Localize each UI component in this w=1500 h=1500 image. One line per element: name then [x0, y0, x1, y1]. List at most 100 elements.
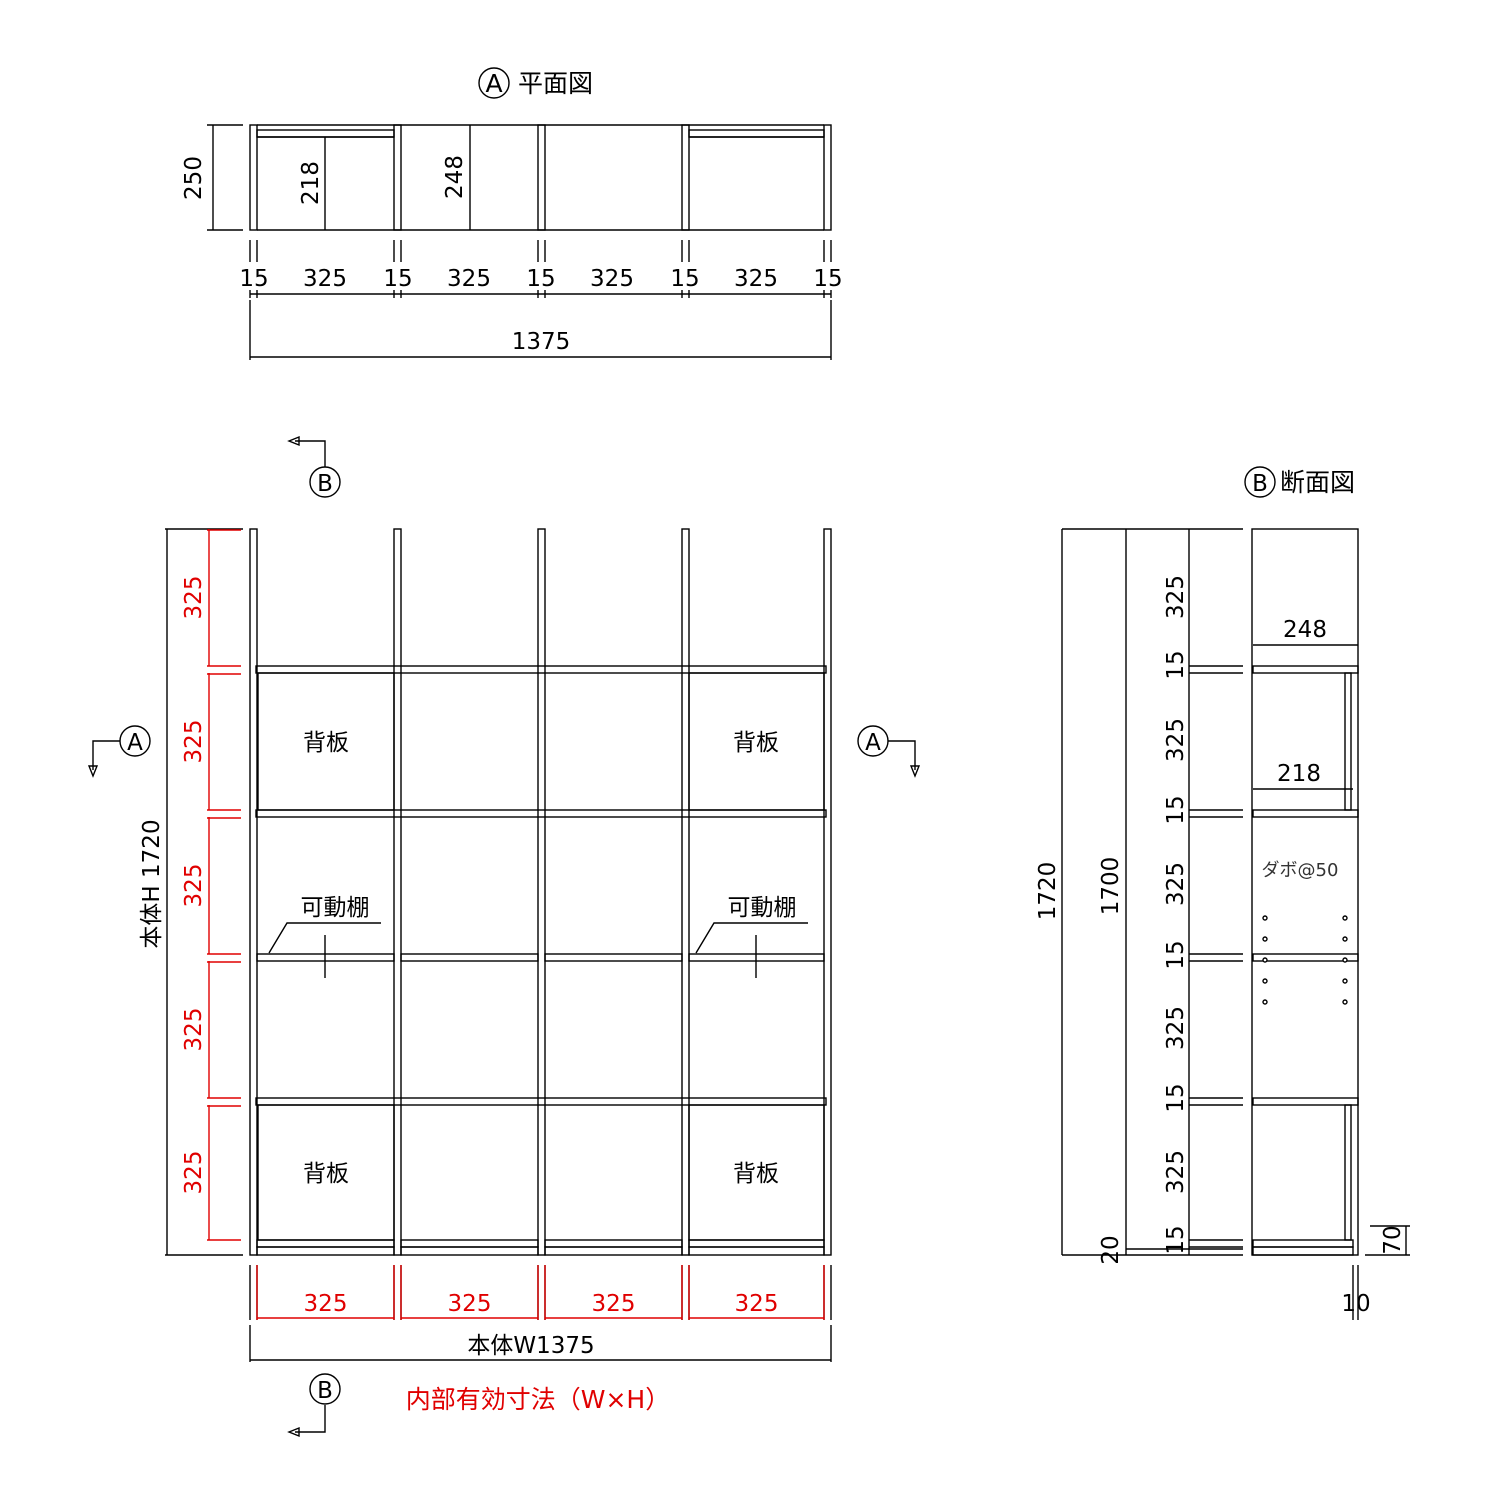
movable-shelf: [544, 953, 683, 962]
section-plinth-gap: 20: [1098, 1235, 1124, 1264]
inner-height-dim: 325: [181, 1151, 207, 1195]
backboard-hatch: [257, 672, 395, 811]
bottom-shelf: [400, 1239, 539, 1248]
plan-marker-letter: A: [485, 69, 502, 98]
arrow-head-icon: [287, 1426, 300, 1438]
plan-width-dim: 325: [590, 266, 634, 292]
plan-marker-right: A: [865, 730, 881, 756]
section-stack-dim: 325: [1163, 1150, 1189, 1194]
plan-total-width: 1375: [512, 329, 571, 355]
plinth: [400, 1246, 539, 1256]
plinth: [544, 1246, 683, 1256]
width-label: 本体W1375: [467, 1333, 594, 1359]
plan-cut-arrow: [888, 740, 916, 770]
section-total-height: 1720: [1035, 862, 1061, 921]
inner-height-dim: 325: [181, 1008, 207, 1052]
plan-title: 平面図: [518, 69, 593, 98]
plan-inner-depth-open: 248: [442, 155, 468, 199]
backboard-hatch: [257, 1104, 395, 1241]
bottom-shelf: [688, 1239, 825, 1248]
section-backboard-hatch: [1344, 672, 1352, 811]
plinth: [256, 1246, 395, 1256]
fixed-shelf: [255, 1097, 827, 1106]
dowel-hole: [1262, 957, 1268, 963]
side-panel: [393, 528, 402, 1256]
bottom-shelf: [256, 1239, 395, 1248]
plan-side-panel: [249, 124, 258, 231]
arrow-head-icon: [909, 765, 921, 778]
section-depth-open: 248: [1283, 617, 1327, 643]
section-cut-arrow: [295, 440, 326, 467]
plan-side-panel: [823, 124, 832, 231]
section-shelf: [1252, 665, 1359, 674]
height-label: 本体H 1720: [139, 819, 165, 948]
plan-width-dim: 325: [734, 266, 778, 292]
backboard-label: 背板: [733, 730, 779, 756]
section-marker-bottom-circle: [309, 1373, 341, 1405]
fixed-shelf: [255, 665, 827, 674]
section-stack-dim: 325: [1163, 1006, 1189, 1050]
section-marker-top: B: [317, 471, 333, 497]
plinth-height: 70: [1380, 1225, 1406, 1254]
inner-width-dim: 325: [448, 1291, 492, 1317]
section-title-marker: B: [1252, 471, 1268, 497]
leader-line: [695, 922, 808, 954]
side-panel: [249, 528, 258, 1256]
plan-depth-dim: 250: [181, 156, 207, 200]
section-plinth: [1252, 1246, 1354, 1256]
dowel-hole: [1262, 999, 1268, 1005]
dowel-note: ダボ@50: [1262, 860, 1339, 881]
plan-side-panel: [537, 124, 546, 231]
backboard-label: 背板: [733, 1161, 779, 1187]
section-cut-arrow: [295, 1405, 326, 1433]
plan-width-dim: 15: [383, 266, 412, 292]
bottom-shelf: [544, 1239, 683, 1248]
dowel-hole: [1342, 999, 1348, 1005]
plan-width-dim: 15: [239, 266, 268, 292]
setback-dim: 10: [1341, 1291, 1370, 1317]
plan-width-dim: 325: [447, 266, 491, 292]
section-title-marker-circle: [1244, 466, 1276, 498]
inner-width-dim: 325: [304, 1291, 348, 1317]
plinth: [688, 1246, 825, 1256]
plan-side-panel: [681, 124, 690, 231]
dowel-hole: [1262, 978, 1268, 984]
inner-width-dim: 325: [592, 1291, 636, 1317]
section-body-height: 1700: [1098, 857, 1124, 916]
plan-backboard-hatch: [688, 129, 825, 138]
backboard-hatch: [688, 1104, 825, 1241]
leader-line: [268, 922, 381, 954]
section-backboard-hatch: [1344, 1104, 1352, 1241]
backboard-label: 背板: [303, 1161, 349, 1187]
plan-width-dim: 325: [303, 266, 347, 292]
inner-dimension-note: 内部有効寸法（W×H）: [406, 1385, 670, 1414]
movable-shelf-label: 可動棚: [301, 895, 370, 921]
section-stack-dim: 325: [1163, 718, 1189, 762]
dowel-hole: [1342, 936, 1348, 942]
plan-marker-right-circle: [857, 725, 889, 757]
drawing-geometry: [87, 124, 1410, 1438]
inner-height-dim: 325: [181, 864, 207, 908]
backboard-label: 背板: [303, 730, 349, 756]
plan-marker-left: A: [127, 730, 143, 756]
fixed-shelf: [255, 809, 827, 818]
section-title: 断面図: [1280, 468, 1355, 497]
inner-height-dim: 325: [181, 720, 207, 764]
section-depth-backed: 218: [1277, 761, 1321, 787]
dowel-hole: [1262, 915, 1268, 921]
section-stack-dim: 15: [1163, 795, 1189, 824]
section-marker-bottom: B: [317, 1378, 333, 1404]
plan-marker-left-circle: [119, 725, 151, 757]
inner-height-dim: 325: [181, 576, 207, 620]
dowel-hole: [1342, 915, 1348, 921]
plan-inner-depth-backed: 218: [298, 161, 324, 205]
plan-marker-circle: [478, 67, 510, 99]
plan-side-panel: [393, 124, 402, 231]
dowel-hole: [1262, 936, 1268, 942]
arrow-head-icon: [87, 765, 99, 778]
section-stack-dim: 325: [1163, 575, 1189, 619]
inner-width-dim: 325: [735, 1291, 779, 1317]
section-stack-dim: 15: [1163, 1083, 1189, 1112]
